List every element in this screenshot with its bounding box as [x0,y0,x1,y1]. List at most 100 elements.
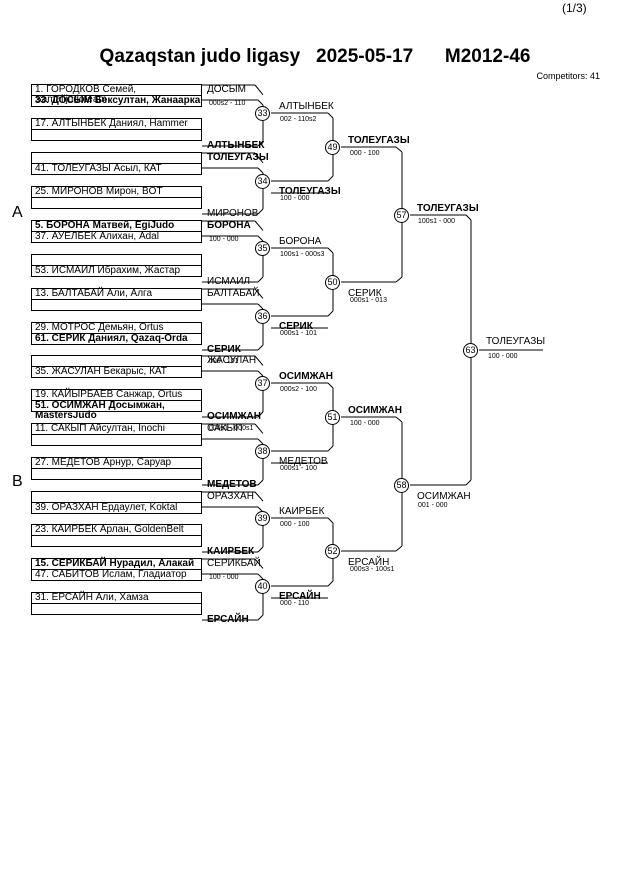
round1-winner: ОСИМЖАН [207,411,261,422]
round1-winner: САКЫП [207,423,243,434]
bracket-line [327,580,334,587]
match-node-38: 38 [255,444,270,459]
entry-slot: 37. АУЕЛБЕК Алихан, Adal [31,231,202,243]
league-name: Qazaqstan judo ligasy [99,46,301,67]
bracket-line [254,152,264,164]
round3-score: 000s1 - 013 [350,297,387,304]
round1-winner: КАИРБЕК [207,546,255,557]
round3-winner: ЕРСАЙН [348,557,390,568]
final-winner: ТОЛЕУГАЗЫ [486,336,546,347]
bracket-line [395,276,403,283]
bracket-line [257,344,264,351]
match-node-63: 63 [463,343,478,358]
round2-score: 100 - 000 [280,195,310,202]
round2-score: 002 - 110s2 [280,116,317,123]
round2-winner: АЛТЫНБЕК [279,101,334,112]
round1-winner: АЛТЫНБЕК [207,140,265,151]
entry-slot: 35. ЖАСУЛАН Бекарыс, КАТ [31,366,202,378]
round2-winner: СЕРИК [279,321,313,332]
bracket-line [327,247,334,254]
page-number: (1/3) [562,1,587,15]
round1-winner: БАЛТАБАЙ [207,288,260,299]
round1-winner: ОРАЗХАН [207,491,254,502]
match-node-39: 39 [255,511,270,526]
round3-score: 000 - 100 [350,150,380,157]
entry-slot: 61. СЕРИК Даниял, Qazaq-Orda [31,333,202,345]
round1-winner: ДОСЫМ [207,84,246,95]
competitors-count: Competitors: 41 [536,71,600,81]
round2-winner: ТОЛЕУГАЗЫ [279,186,341,197]
round3-score: 000s3 - 100s1 [350,566,395,573]
bracket-line [257,573,264,580]
bracket-line [465,479,472,486]
round1-winner: ТОЛЕУГАЗЫ [207,152,269,163]
bracket-line [465,214,472,221]
entry-slot: 53. ИСМАИЛ Ибрахим, Жастар [31,265,202,277]
bracket-line [254,355,264,366]
bracket-line [257,370,264,377]
bracket-line [327,175,334,182]
round1-winner: ЕРСАЙН [207,614,249,625]
round2-winner: БОРОНА [279,236,322,247]
round1-score: 100 - 000 [209,236,239,243]
match-node-49: 49 [325,140,340,155]
bracket-line [327,445,334,452]
entry-slot: 33. ДОСЫМ Бексултан, Жанаарка [31,95,202,107]
match-node-40: 40 [255,579,270,594]
match-node-58: 58 [394,478,409,493]
match-node-34: 34 [255,174,270,189]
round2-winner: МЕДЕТОВ [279,456,328,467]
round3-winner: ОСИМЖАН [348,405,402,416]
round2-winner: КАИРБЕК [279,506,325,517]
bracket-line [395,416,403,423]
bracket-line [395,545,403,552]
entry-slot [31,197,202,209]
round2-score: 000 - 100 [280,521,310,528]
bracket-line [254,220,264,231]
entry-slot [31,468,202,480]
bracket-line [257,438,264,445]
entry-slot [31,535,202,547]
round1-score: 100 - 000 [209,574,239,581]
round1-winner: СЕРИКБАЙ [207,558,261,569]
round4-winner: ТОЛЕУГАЗЫ [417,203,479,214]
entry-slot: 39. ОРАЗХАН Ердаулет, Koktal [31,502,202,514]
bracket-line [254,288,264,299]
weight-category: M2012-46 [444,46,531,67]
entry-slot [31,129,202,141]
bracket-line [257,546,264,553]
round3-score: 100 - 000 [350,420,380,427]
group-label-b: B [12,473,23,490]
entry-slot [31,603,202,615]
match-node-35: 35 [255,241,270,256]
entry-slot [31,434,202,446]
round2-score: 000s2 - 100 [280,386,317,393]
round1-winner: ЖАСУЛАН [207,355,257,366]
final-score: 100 - 000 [488,353,518,360]
bracket-line [254,84,264,96]
page-title: Qazaqstan judo ligasy 2025-05-17 M2012-4… [0,46,630,68]
round2-score: 000s1 - 101 [280,330,317,337]
bracket-line [254,423,264,434]
bracket-line [327,310,334,317]
bracket-line [257,235,264,242]
round4-score: 100s1 - 000 [418,218,455,225]
round2-winner: ОСИМЖАН [279,371,333,382]
bracket-line [257,614,264,621]
bracket-line [395,146,403,153]
round1-score: 000s1 - 000s1 [209,425,254,432]
round1-winner: СЕРИК [207,344,241,355]
bracket-line [257,479,264,486]
bracket-line [327,112,334,119]
match-node-51: 51 [325,410,340,425]
round1-winner: ИСМАИЛ [207,276,251,287]
bracket-line [257,99,264,106]
bracket-line [257,303,264,310]
round2-score: 000s1 - 100 [280,465,317,472]
bracket-line [257,208,264,215]
round2-winner: ЕРСАЙН [279,591,321,602]
round3-winner: СЕРИК [348,288,382,299]
round2-score: 100s1 - 000s3 [280,251,325,258]
bracket-line [254,558,264,569]
